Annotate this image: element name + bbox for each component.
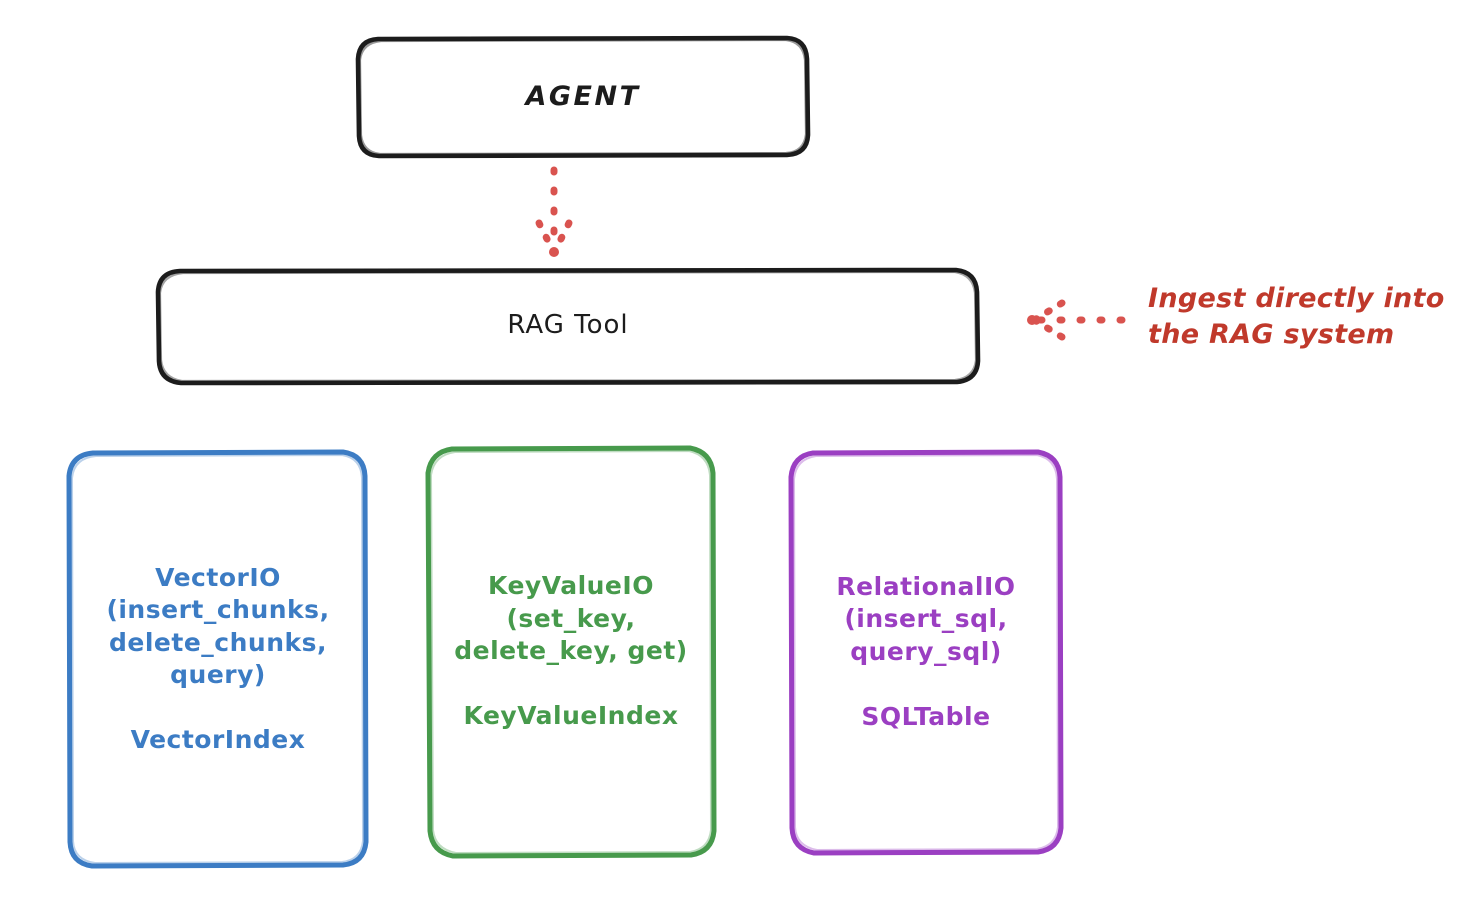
agent-box-sketch-pass [358, 38, 808, 156]
ingest-arrowhead-bottom [1032, 317, 1066, 341]
agent-arrowhead-tip [549, 247, 559, 257]
key-value-io-box-outline [425, 445, 717, 859]
agent-arrowhead-left [535, 219, 557, 255]
ingest-arrowhead-tip [1027, 315, 1037, 325]
key-value-io-box-sketch-pass [430, 450, 712, 854]
rag-tool-box-sketch-pass [158, 270, 978, 383]
node-key-value-io[interactable] [425, 445, 717, 859]
node-rag-tool[interactable] [155, 267, 981, 386]
vector-io-box-sketch-pass [71, 454, 364, 864]
edge-agent-to-rag-tool [535, 166, 573, 257]
rag-tool-box-outline [155, 267, 981, 386]
ingest-annotation-text: Ingest directly into the RAG system [1148, 283, 1445, 350]
relational-io-box-sketch-pass [793, 454, 1059, 851]
node-relational-io[interactable] [788, 449, 1064, 856]
edge-ingest-note [1027, 299, 1126, 341]
agent-arrowhead-right [551, 219, 573, 255]
vector-io-box-outline [66, 449, 369, 869]
relational-io-box-outline [788, 449, 1064, 856]
node-agent[interactable] [355, 35, 811, 159]
agent-box-outline [355, 35, 811, 159]
ingest-arrowhead-top [1032, 299, 1066, 323]
node-vector-io[interactable] [66, 449, 369, 869]
